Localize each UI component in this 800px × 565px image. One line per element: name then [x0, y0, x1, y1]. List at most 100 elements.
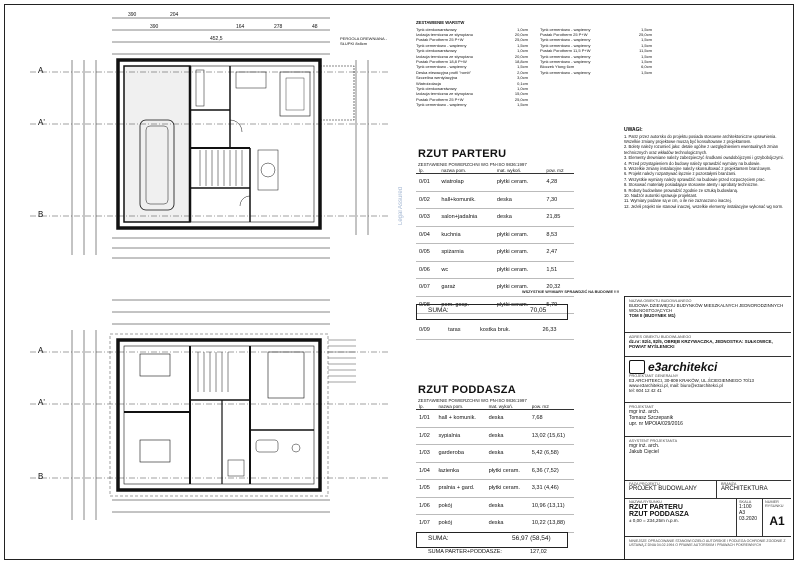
- format-value: A3: [739, 510, 746, 516]
- upper-floor-standard: ZESTAWIENIE POWIERZCHNI WG PN-ISO 9836:1…: [418, 398, 527, 403]
- terrace-no: 0/09: [416, 322, 446, 340]
- room-area: 3,31 (4,46): [528, 479, 574, 498]
- layer-name: Izolacja termiczna ze styropianu: [416, 53, 473, 59]
- note-item: 5. Wszelkie zmiany instalacyjne należy s…: [624, 165, 772, 171]
- room-material: deska: [485, 409, 529, 428]
- drawing-sheet: [4, 4, 794, 560]
- room-name: pralnia + gard.: [435, 479, 486, 498]
- ground-floor-standard: ZESTAWIENIE POWIERZCHNI WG PN-ISO 9836:1…: [418, 162, 527, 167]
- room-area: 7,68: [528, 409, 574, 428]
- col-area: pow. m2: [528, 404, 574, 410]
- check-dimensions-note: WSZYSTKIE WYMIARY SPRAWDZIĆ NA BUDOWIE !…: [522, 290, 620, 294]
- company-phone: tel: 604 12 42 41: [629, 388, 662, 393]
- layer-name: Tynk cementowo - wapienny: [540, 53, 591, 59]
- dim-7: 48: [312, 24, 318, 30]
- layer-thickness: 1,5cm: [641, 37, 652, 43]
- layer-thickness: 6,0cm: [641, 64, 652, 70]
- designer-label: PROJEKTANT: [629, 405, 654, 409]
- room-name: spiżarnia: [438, 243, 494, 262]
- room-no: 0/03: [416, 208, 439, 227]
- note-item: 4. Przed przystąpieniem do budowy należy…: [624, 160, 761, 166]
- room-area: 7,30: [543, 191, 574, 209]
- dim-4: 390: [150, 24, 159, 30]
- axis-label-a-prime: A': [38, 118, 45, 127]
- room-no: 1/01: [416, 409, 436, 428]
- col-name: nazwa pom.: [438, 168, 494, 174]
- layer-thickness: 11,5cm: [639, 48, 652, 54]
- room-no: 0/07: [416, 278, 439, 297]
- room-material: płytki ceram.: [493, 278, 544, 297]
- assistant-name: mgr inż. arch.: [629, 443, 660, 449]
- total-area-value: 127,02: [530, 549, 547, 555]
- room-material: deska: [493, 191, 544, 209]
- ground-floor-sum-value: 70,05: [530, 307, 547, 314]
- room-no: 0/04: [416, 226, 439, 244]
- layer-thickness: 1,5cm: [641, 26, 652, 32]
- room-no: 0/05: [416, 243, 439, 262]
- layer-name: Pustak Porotherm 25 P+W: [540, 32, 588, 38]
- object-value: BUDOWA DZIEWIĘCIU BUDYNKÓW MIESZKALNYCH …: [629, 303, 784, 313]
- assistant-label: ASYSTENT PROJEKTANTA: [629, 439, 678, 443]
- dim-5: 164: [236, 24, 245, 30]
- room-material: deska: [485, 514, 529, 533]
- room-no: 1/07: [416, 514, 436, 533]
- company-value: E3 ARCHITEKCI, 30-809 KRAKÓW, UL.ŚCIEGIE…: [629, 378, 754, 383]
- layer-thickness: 25,0cm: [638, 32, 652, 38]
- number-label: NUMER RYSUNKU: [765, 500, 784, 508]
- watermark: Legal Assured: [398, 186, 404, 225]
- copyright-section: NINIEJSZE OPRACOWANIE STANOWI DZIEŁO AUT…: [625, 536, 791, 560]
- designer-permit: upr. nr MPOIA/029/2016: [629, 421, 683, 427]
- room-area: 10,22 (13,88): [528, 514, 574, 533]
- terrace-name: taras: [445, 322, 477, 340]
- layer-name: Tynk cementowo - wapienny: [540, 69, 591, 75]
- terrace-table: 0/09 taras kostka bruk. 26,33: [416, 322, 574, 340]
- room-no: 1/05: [416, 479, 436, 498]
- room-name: wiatrołap: [438, 173, 494, 192]
- col-name: nazwa pom.: [435, 404, 486, 410]
- material-layer: Tynk cementowo - wapienny 1,5cm: [540, 54, 652, 59]
- notes-block: UWAGI: 1. Patrz przez autorsko do projek…: [624, 127, 786, 209]
- layer-thickness: 1,5cm: [641, 59, 652, 65]
- note-item: 1. Patrz przez autorsko do projektu posi…: [624, 133, 777, 144]
- layer-name: Pustak Porotherm 18,8 P+W: [416, 59, 467, 65]
- assistant-section: ASYSTENT PROJEKTANTA mgr inż. arch. Jaku…: [625, 436, 791, 480]
- company-label: PROJEKTANT GENERALNY: [629, 374, 679, 378]
- axis-label-a-prime-upper: A': [38, 398, 45, 407]
- col-no: lp.: [416, 168, 439, 174]
- layer-thickness: 25,0cm: [514, 96, 528, 102]
- room-material: płytki ceram.: [493, 226, 544, 244]
- room-area: 6,36 (7,52): [528, 462, 574, 480]
- upper-floor-sum-box: [416, 532, 568, 548]
- room-area: 21,85: [543, 208, 574, 227]
- note-item: 8. Stosować materiały posiadające stosow…: [624, 182, 759, 188]
- layer-name: Tynk cementowo - wapienny: [416, 42, 467, 48]
- layer-thickness: 0,1cm: [517, 80, 528, 86]
- room-no: 1/02: [416, 427, 436, 445]
- room-material: płytki ceram.: [493, 173, 544, 192]
- layer-name: Pustak Porotherm 11,5 P+W: [540, 48, 591, 54]
- sheet-label: NAZWA RYSUNKU: [629, 500, 662, 504]
- room-name: hall+komunik.: [438, 191, 494, 209]
- room-area: 1,51: [543, 261, 574, 279]
- room-material: płytki ceram.: [485, 479, 529, 498]
- room-name: pokój: [435, 497, 486, 515]
- layer-thickness: 1,5cm: [641, 53, 652, 59]
- layer-name: Tynk cienkowarstwowy: [416, 85, 457, 91]
